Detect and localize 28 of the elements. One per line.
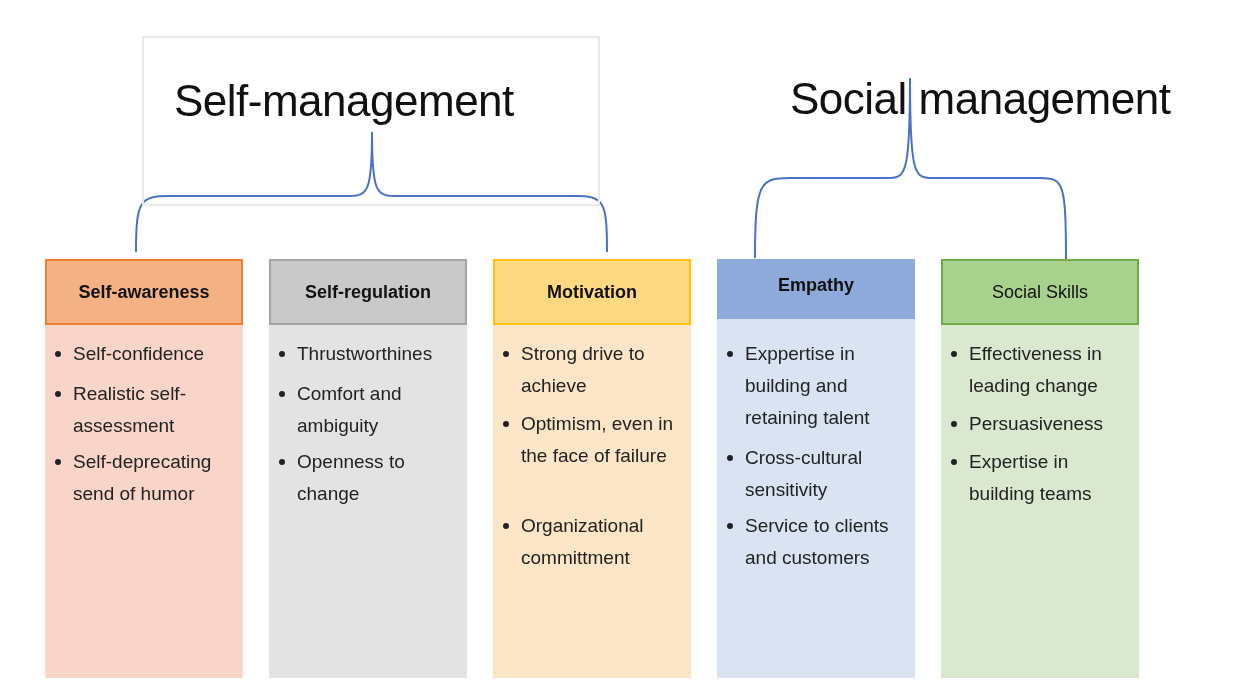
category-column [941,259,1139,678]
bullet-text: Self-deprecating send of humor [73,451,212,504]
section-heading: Social management [790,74,1171,124]
bullet-text: Cross-cultural sensitivity [745,447,863,500]
bullet-text: Expertise in building teams [969,451,1092,504]
column-header: Self-regulation [269,259,467,325]
bullet-text: Self-confidence [73,343,204,364]
bullet-text: Realistic self-assessment [73,383,186,436]
column-header: Motivation [493,259,691,325]
bullet-text: Service to clients and customers [745,515,889,568]
bullet-text: Effectiveness in leading change [969,343,1102,396]
bullet-text: Comfort and ambiguity [297,383,402,436]
category-column [269,259,467,678]
column-header: Social Skills [941,259,1139,325]
bullet-text: Strong drive to achieve [521,343,645,396]
heading-frame [142,36,600,206]
column-header: Self-awareness [45,259,243,325]
bullet-text: Organizational committment [521,515,644,568]
category-column [45,259,243,678]
category-column [717,259,915,678]
category-column [493,259,691,678]
bullet-text: Persuasiveness [969,413,1104,434]
bullet-text: Thrustworthines [297,343,433,364]
bullet-text: Openness to change [297,451,405,504]
column-header: Empathy [717,259,915,319]
section-heading: Self-management [174,76,514,126]
bullet-text: Exppertise in building and retaining talent [745,343,870,428]
bullet-text: Optimism, even in the face of failure [521,413,674,466]
